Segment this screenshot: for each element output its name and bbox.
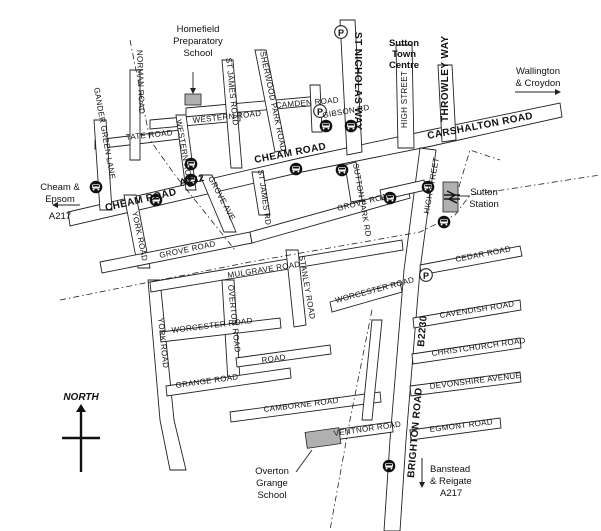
worcester-road-w <box>159 317 282 343</box>
sutton-station-label: Sutton Station <box>469 187 499 210</box>
bus-stop-icon <box>382 459 396 473</box>
wallington-label: Wallington & Croydon <box>516 66 561 89</box>
label-norman-road: NORMAN ROAD <box>135 50 146 114</box>
grange-road <box>165 367 292 397</box>
western-road-v <box>175 114 197 191</box>
homefield-school-label: Homefield Preparatory School <box>173 24 223 59</box>
homefield-arrowhead <box>190 88 196 94</box>
svg-text:Station: Station <box>469 199 499 210</box>
devonshire-avenue <box>409 371 522 397</box>
banstead-arrowhead <box>419 482 425 488</box>
sherwood-park-road <box>254 49 287 153</box>
label-grove-road-w: GROVE ROAD <box>159 239 217 260</box>
svg-text:School: School <box>183 48 212 59</box>
svg-text:P: P <box>423 271 429 281</box>
bus-stop-icon <box>89 180 103 194</box>
svg-text:P: P <box>338 28 344 38</box>
st-james-rd-s <box>251 171 271 216</box>
svg-text:P: P <box>317 107 323 117</box>
svg-text:& Croydon: & Croydon <box>516 78 561 89</box>
svg-text:Cheam &: Cheam & <box>40 182 80 193</box>
label-throwley-way: THROWLEY WAY <box>440 36 451 122</box>
cheam-epsom-label: Cheam & Epsom A217 <box>40 182 80 222</box>
svg-text:Centre: Centre <box>389 60 419 71</box>
svg-text:A217: A217 <box>49 211 71 222</box>
svg-text:& Reigate: & Reigate <box>430 476 472 487</box>
parking-icons: P P P <box>313 25 433 282</box>
svg-text:Preparatory: Preparatory <box>173 36 223 47</box>
wallington-arrowhead <box>555 89 561 95</box>
high-street-north <box>395 44 415 149</box>
egmont-road <box>409 417 502 441</box>
bus-stop-icon <box>335 163 349 177</box>
bus-stop-icon <box>319 119 333 133</box>
svg-text:Grange: Grange <box>256 478 288 489</box>
throwley-way <box>437 64 457 143</box>
stanley-road <box>285 249 307 328</box>
place-labels: Homefield Preparatory School Sutton Town… <box>40 24 560 501</box>
svg-text:Homefield: Homefield <box>177 24 220 35</box>
parking-icon: P <box>313 104 327 118</box>
sutton-town-centre-label: Sutton Town Centre <box>389 38 419 71</box>
bus-stop-icon <box>437 215 451 229</box>
mulgrave-road <box>149 239 404 293</box>
western-road <box>149 111 241 130</box>
rail-icon <box>444 190 460 204</box>
label-high-street-north: HIGH STREET <box>400 71 409 128</box>
label-st-nicholas-way: ST NICHOLAS WAY <box>352 32 363 130</box>
svg-text:Sutton: Sutton <box>389 38 419 49</box>
cheam-arrowhead <box>52 202 58 208</box>
york-road-north <box>123 194 151 269</box>
sutton-park-rd <box>344 161 363 203</box>
svg-text:Overton: Overton <box>255 466 289 477</box>
overton-grange-building <box>304 427 342 449</box>
label-overton-road-h: ROAD <box>261 353 286 365</box>
norman-road <box>129 69 141 161</box>
bus-stop-icon <box>289 162 303 176</box>
overton-pointer <box>295 449 313 473</box>
parking-icon: P <box>334 25 348 39</box>
railway-line <box>59 39 601 531</box>
north-compass: NORTH <box>62 392 100 472</box>
svg-text:Sutton: Sutton <box>470 187 497 198</box>
sutton-station-building <box>442 181 459 213</box>
svg-text:Town: Town <box>392 49 416 60</box>
label-camden-road: CAMDEN ROAD <box>275 96 339 110</box>
homefield-school-building <box>184 93 202 106</box>
grove-road-e <box>249 187 411 244</box>
overton-road-h <box>235 344 332 368</box>
svg-text:School: School <box>257 490 286 501</box>
york-road-south <box>147 279 187 471</box>
label-b2230: B2230 <box>416 315 430 347</box>
christchurch-road <box>411 337 522 365</box>
loop-road <box>361 319 383 421</box>
grove-ave <box>199 174 237 233</box>
north-label: NORTH <box>63 392 99 403</box>
worcester-road-e <box>329 281 403 313</box>
camborne-road <box>229 391 382 423</box>
overton-grange-label: Overton Grange School <box>255 466 289 501</box>
parking-icon: P <box>419 268 433 282</box>
svg-text:Wallington: Wallington <box>516 66 560 77</box>
svg-text:Epsom: Epsom <box>45 194 75 205</box>
banstead-reigate-label: Banstead & Reigate A217 <box>430 464 472 499</box>
svg-text:Banstead: Banstead <box>430 464 470 475</box>
svg-text:A217: A217 <box>440 488 462 499</box>
cavendish-road <box>412 299 522 329</box>
label-a232: A232 <box>178 173 205 189</box>
st-nicholas-way <box>339 19 363 156</box>
st-james-road <box>221 59 243 169</box>
